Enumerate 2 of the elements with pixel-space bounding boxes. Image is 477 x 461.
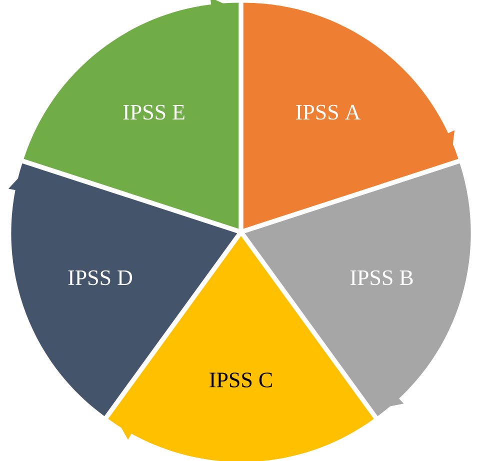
pie-segment: IPSS A [243, 2, 458, 229]
pie-segment: IPSS E [24, 0, 239, 229]
